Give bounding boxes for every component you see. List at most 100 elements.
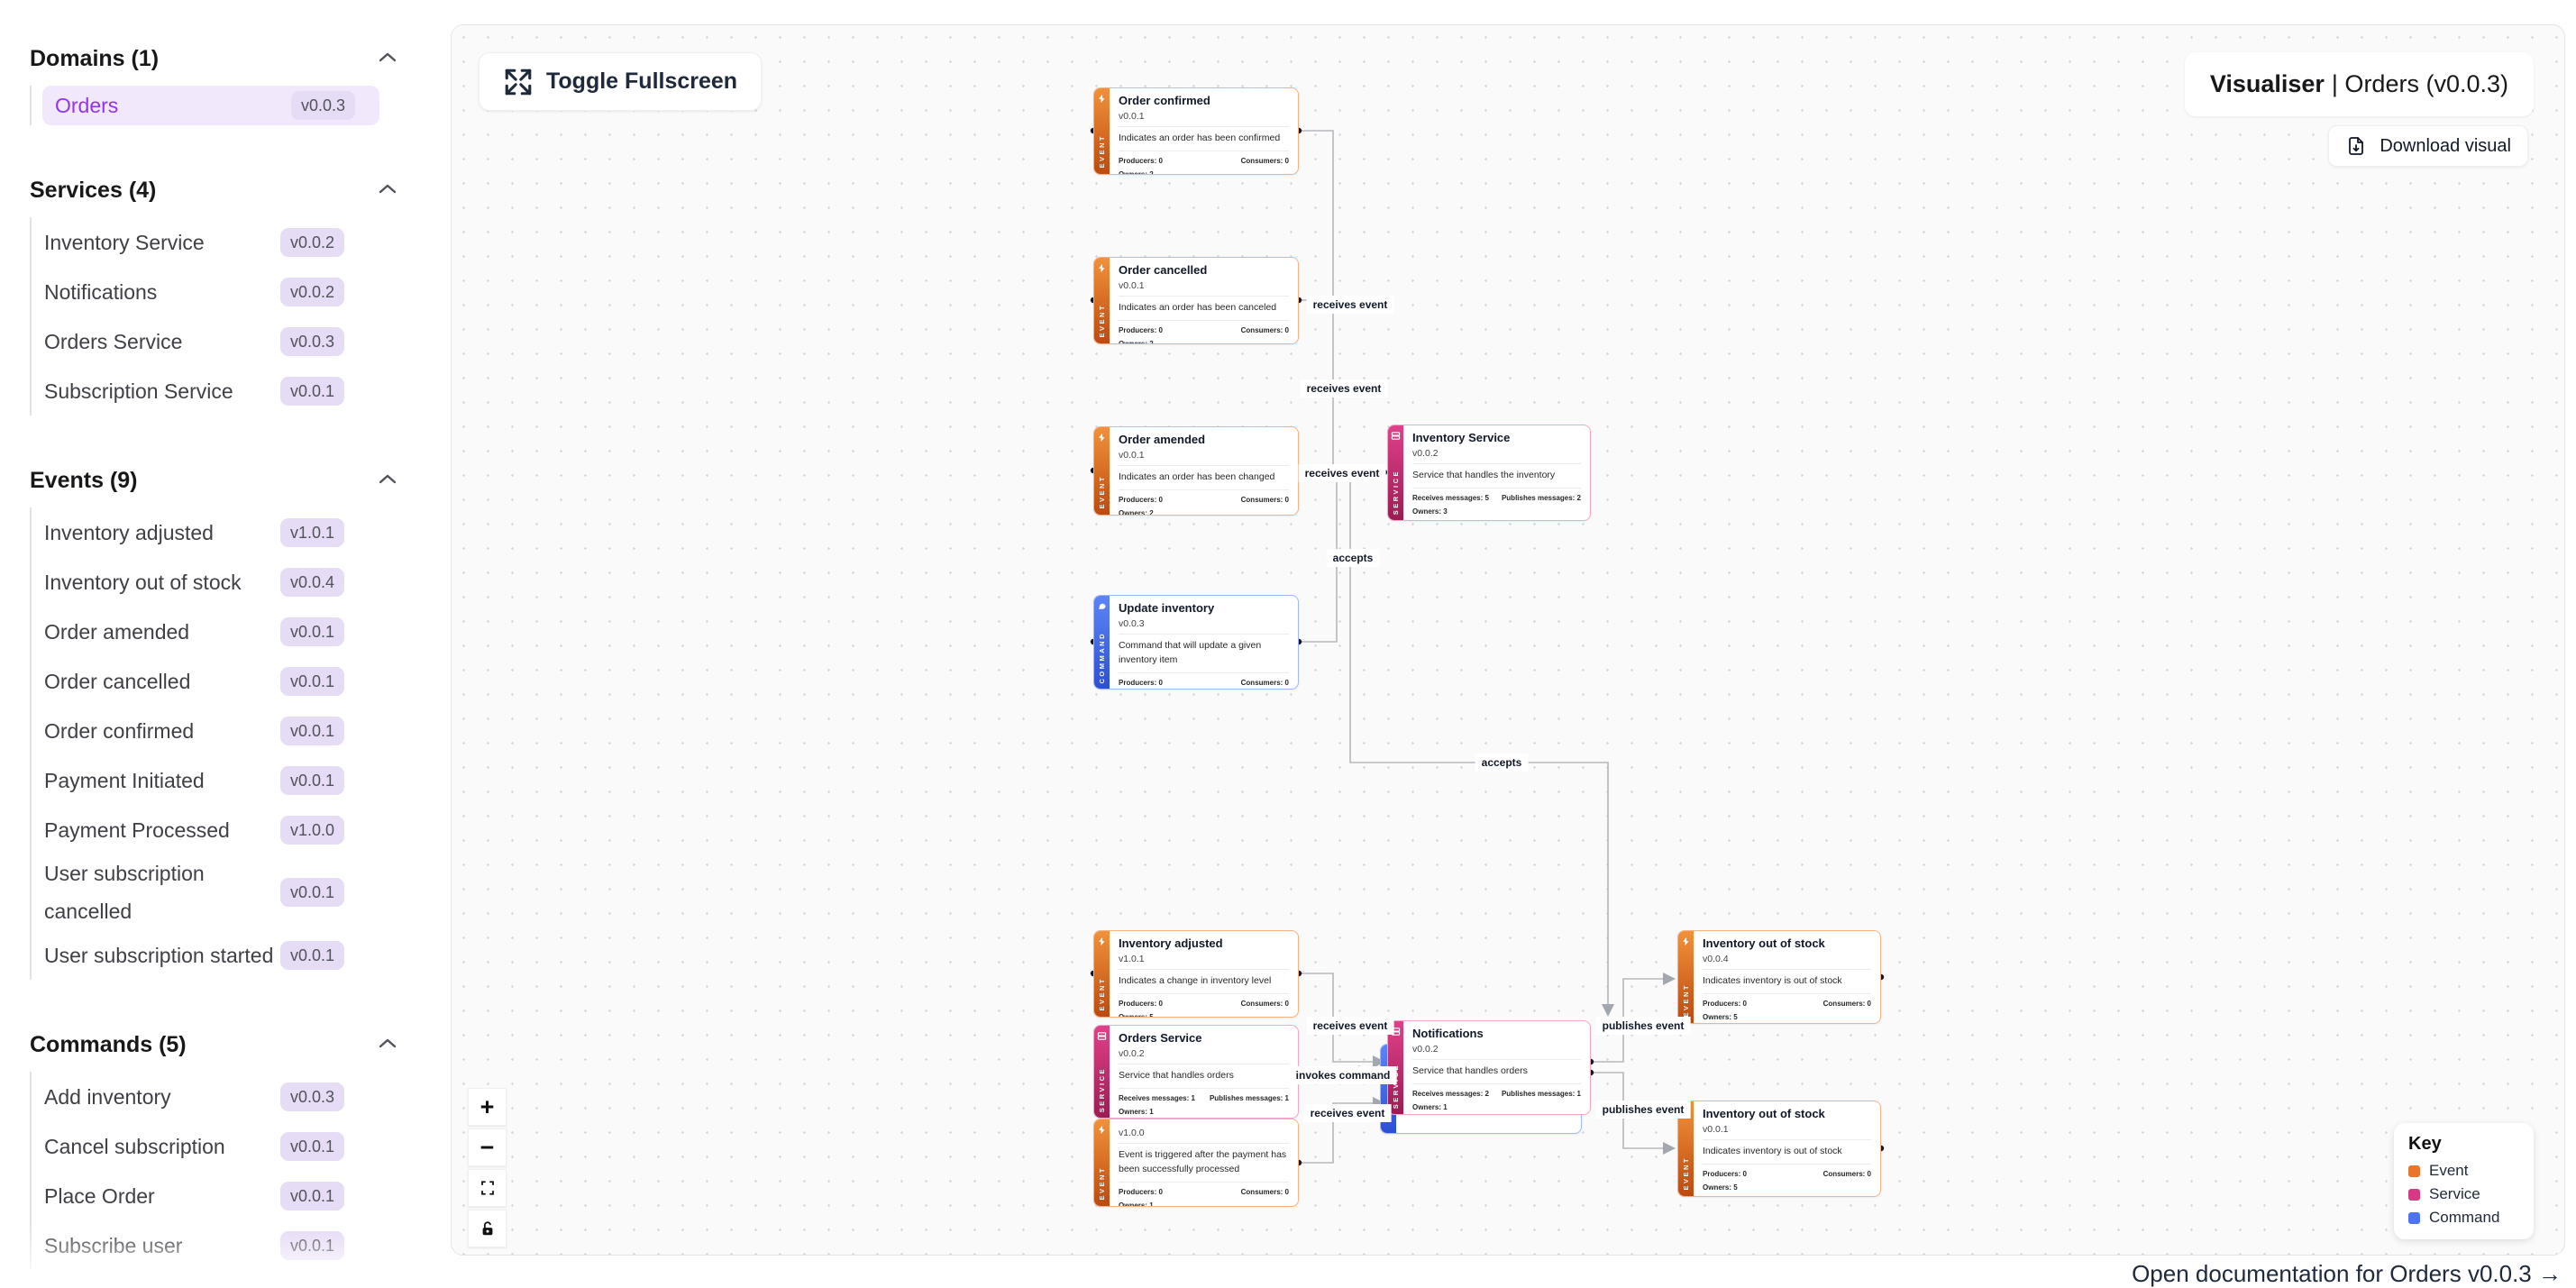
section-header[interactable]: Services (4) <box>30 175 397 206</box>
node-stat-left: Producers: 0 <box>1703 1000 1747 1008</box>
node-stat-right: Consumers: 0 <box>1240 157 1289 165</box>
zoom-in-button[interactable]: + <box>468 1088 507 1126</box>
edge-label: invokes command <box>1289 1066 1397 1084</box>
node-description: Indicates an order has been canceled <box>1119 297 1289 321</box>
section-title: Services (4) <box>30 178 157 203</box>
node-title: Inventory out of stock <box>1703 936 1825 950</box>
sidebar-item-label: Payment Initiated <box>44 768 205 792</box>
node-description: Indicates an order has been changed <box>1119 466 1289 490</box>
node-owners: Owners: 5 <box>1703 1183 1738 1192</box>
node-stat-left: Producers: 0 <box>1119 678 1163 687</box>
edge-label: accepts <box>1326 549 1380 567</box>
sidebar-item-label: Subscription Service <box>44 379 233 403</box>
node-description: Indicates a change in inventory level <box>1119 970 1289 994</box>
key-entry-label: Service <box>2429 1185 2480 1202</box>
node-type-strip: SERVICE <box>1094 1026 1110 1118</box>
bolt-icon <box>1097 431 1107 447</box>
sidebar-item-label: Subscribe user <box>44 1233 183 1257</box>
zoom-controls: + − <box>468 1088 507 1247</box>
node-type-label: SERVICE <box>1097 1066 1106 1112</box>
node-description: Service that handles the inventory <box>1412 464 1581 489</box>
node-stat-right: Consumers: 0 <box>1240 326 1289 334</box>
expand-icon <box>505 69 532 95</box>
key-entry-label: Event <box>2429 1162 2469 1179</box>
section-title: Commands (5) <box>30 1032 187 1057</box>
fit-view-button[interactable] <box>468 1169 507 1207</box>
node-owners: Owners: 1 <box>1119 1108 1154 1116</box>
node-stat-left: Receives messages: 5 <box>1412 494 1489 502</box>
edge-label: publishes event <box>1595 1017 1691 1035</box>
node-stat-right: Publishes messages: 2 <box>1501 494 1581 502</box>
node-type-strip: EVENT <box>1094 258 1110 343</box>
toggle-fullscreen-button[interactable]: Toggle Fullscreen <box>479 52 763 111</box>
zoom-out-button[interactable]: − <box>468 1128 507 1166</box>
section-header[interactable]: Events (9) <box>30 465 397 496</box>
node-type-strip: COMMAND <box>1094 596 1110 689</box>
node-title: Update inventory <box>1119 601 1215 615</box>
open-documentation-link[interactable]: Open documentation for Orders v0.0.3 → <box>2132 1260 2562 1287</box>
node-owners: Owners: 5 <box>1119 1013 1154 1018</box>
chevron-up-icon <box>378 50 397 68</box>
node-title: Inventory adjusted <box>1119 936 1223 950</box>
section-header[interactable]: Domains (1) <box>30 43 397 74</box>
edge-label: receives event <box>1300 379 1388 397</box>
node-stat-left: Producers: 0 <box>1119 1000 1163 1008</box>
edge-label: publishes event <box>1595 1101 1691 1119</box>
node-stat-left: Receives messages: 1 <box>1119 1094 1195 1102</box>
sidebar-item-label: Add inventory <box>44 1084 171 1109</box>
sidebar-item-label: Orders Service <box>44 329 183 353</box>
sidebar-item-label: Payment Processed <box>44 818 230 842</box>
download-visual-button[interactable]: Download visual <box>2328 125 2528 167</box>
version-badge: v1.0.1 <box>280 517 345 547</box>
node-description: Indicates inventory is out of stock <box>1703 1140 1871 1165</box>
section-title: Domains (1) <box>30 46 160 71</box>
node-stat-left: Producers: 0 <box>1119 326 1163 334</box>
key-title: Key <box>2408 1134 2442 1154</box>
lock-toggle-button[interactable] <box>468 1210 507 1247</box>
bolt-icon <box>1097 1123 1107 1139</box>
bolt-icon <box>1097 935 1107 951</box>
download-file-icon <box>2349 137 2364 155</box>
bolt-icon <box>1097 92 1107 108</box>
node-version: v0.0.1 <box>1119 278 1289 297</box>
version-badge: v0.0.3 <box>291 91 356 120</box>
section-header[interactable]: Commands (5) <box>30 1029 397 1060</box>
